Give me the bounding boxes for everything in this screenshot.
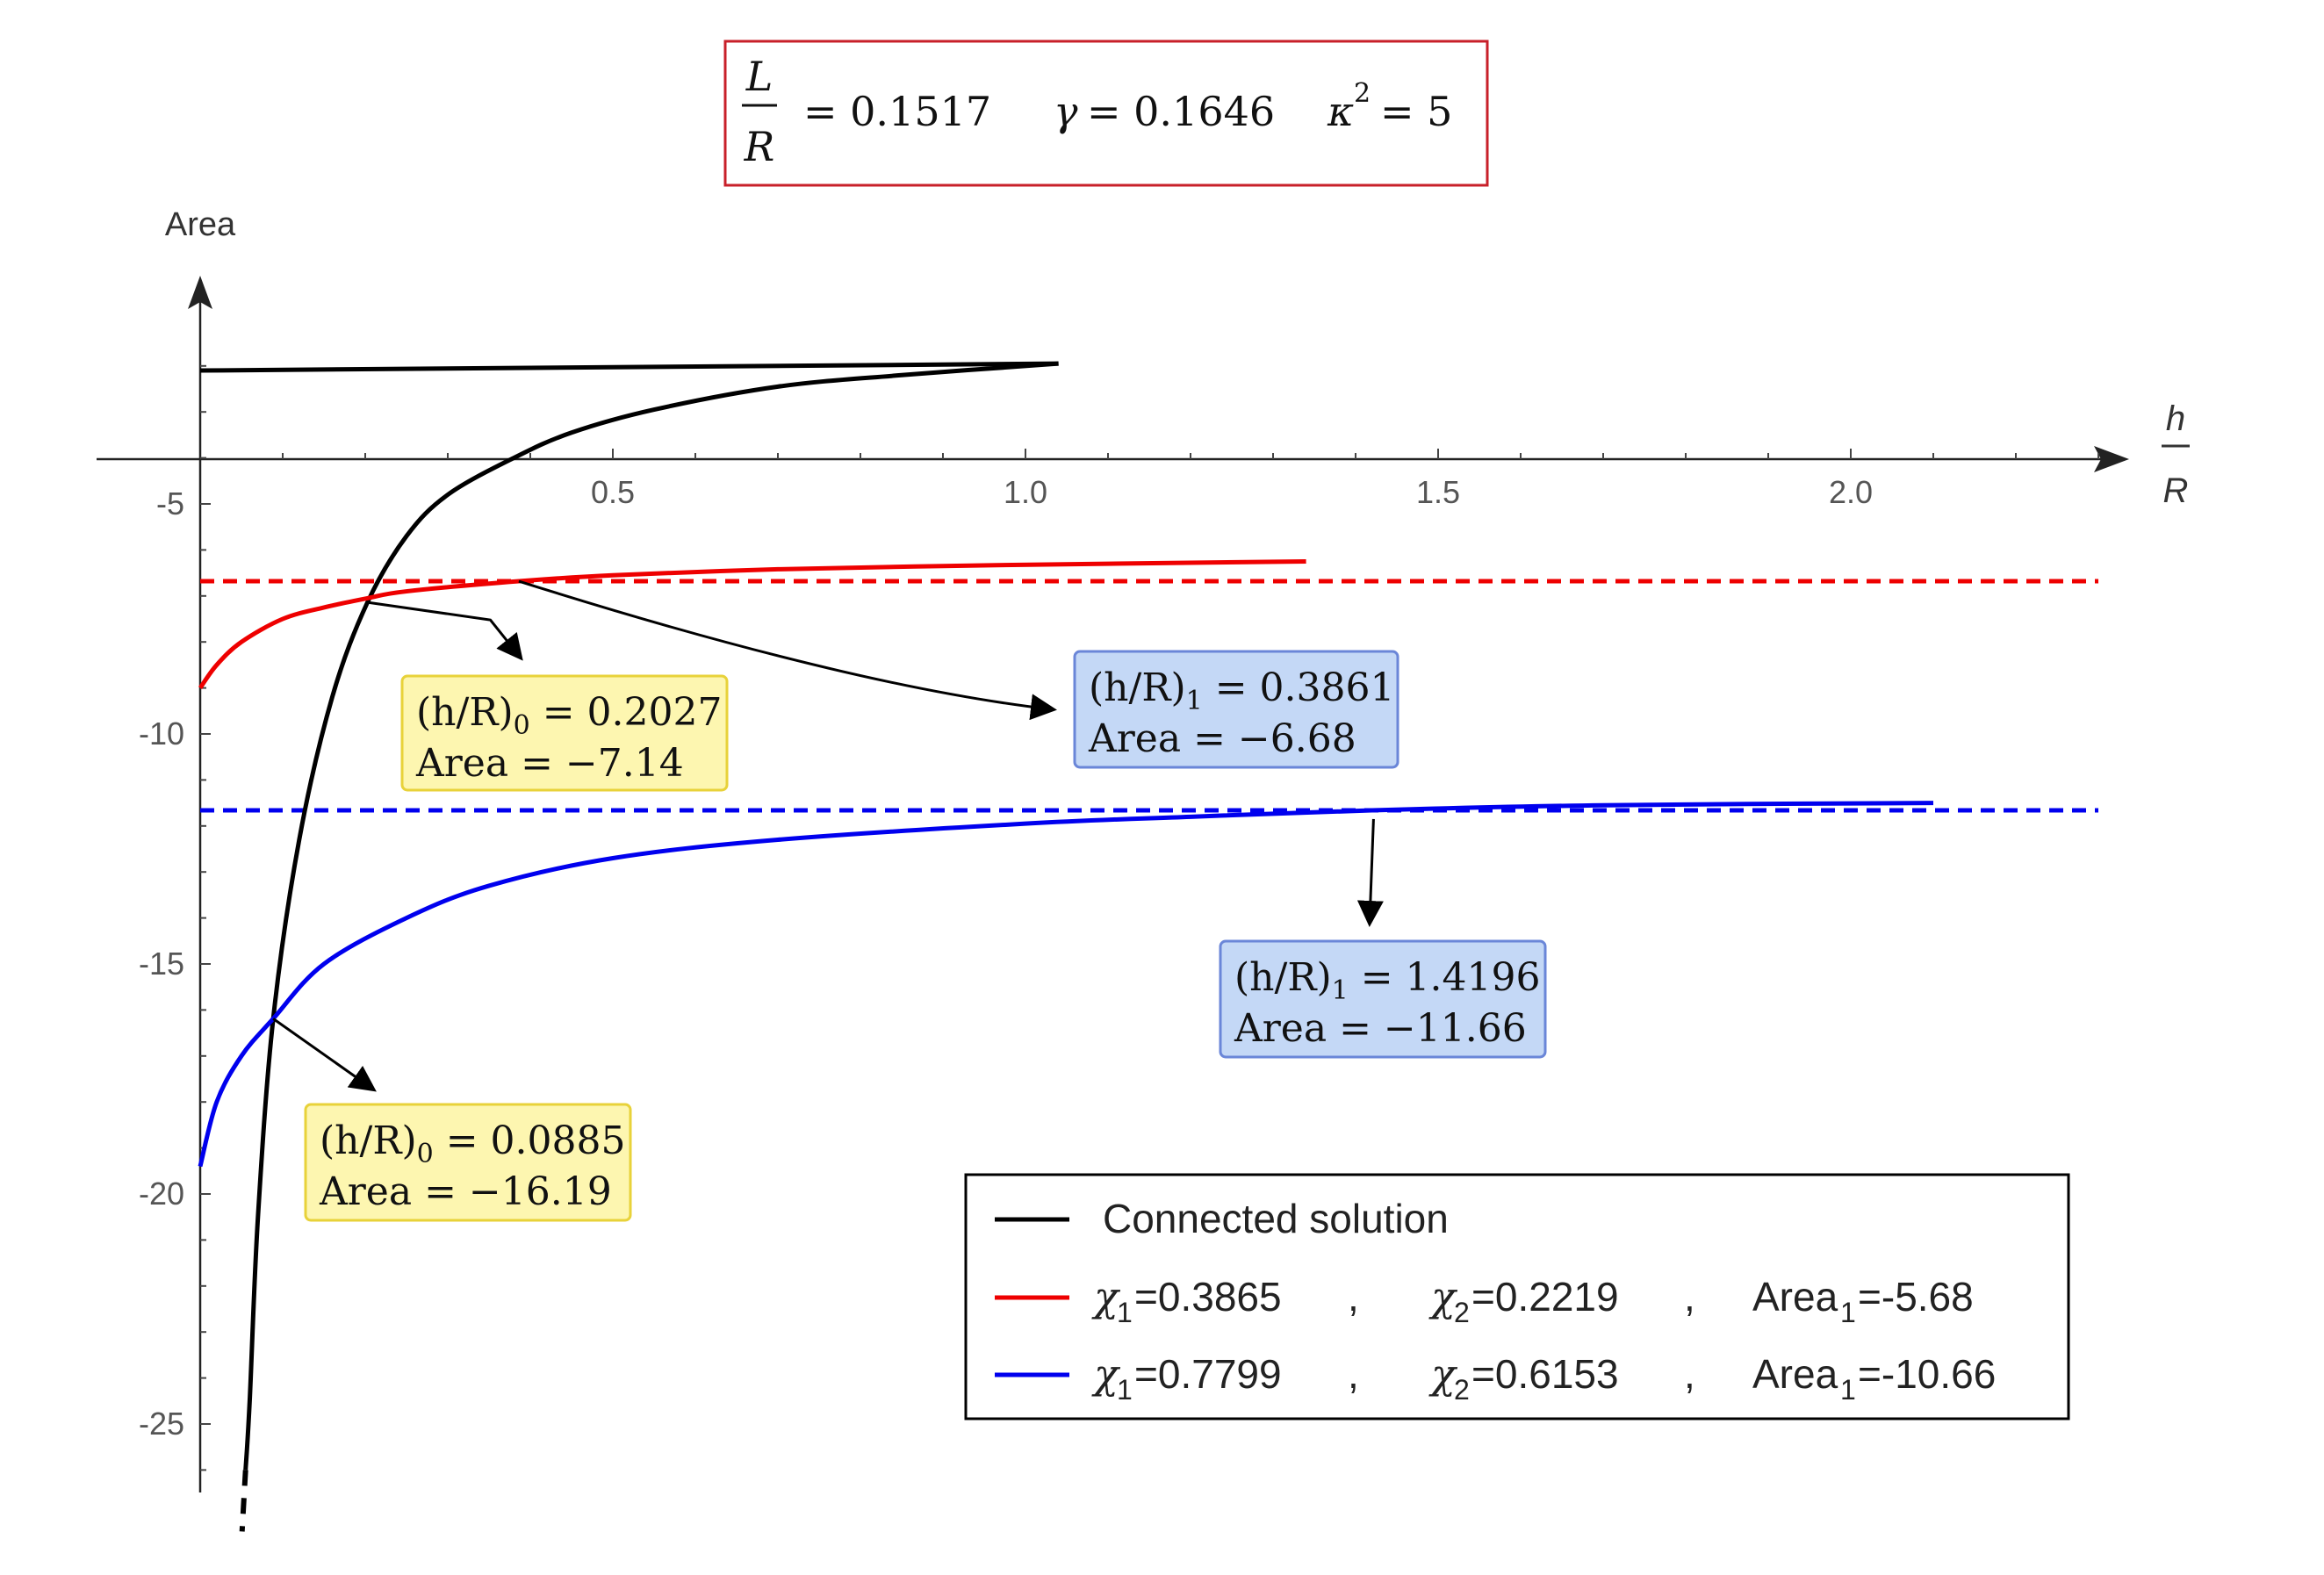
gamma-symbol: γ — [1054, 88, 1078, 135]
parameters-frame — [723, 40, 1489, 187]
x-tick-label: 1.0 — [1004, 474, 1047, 510]
legend-blue-chi1-symbol: χ — [1091, 1350, 1121, 1398]
annotation-box-a0 — [400, 674, 729, 792]
annotation-line1-a0: (h/R)0 = 0.2027 — [416, 690, 723, 741]
series-line-0 — [243, 361, 1059, 1471]
legend-blue-area1: -10.66 — [1882, 1351, 1996, 1397]
gamma-value: = 0.1646 — [1087, 88, 1275, 135]
annotation-line2-a1: Area = −6.68 — [1088, 716, 1356, 761]
annotation-box-a2 — [1219, 939, 1547, 1059]
legend-entry-red: χ 1 =0.3865 , χ 2 =0.2219 , Area 1 =-5.6… — [1091, 1273, 1974, 1328]
ratio-denominator: R — [744, 123, 775, 170]
kappa-symbol: κ — [1327, 88, 1354, 135]
legend: Connected solution χ 1 =0.3865 , χ 2 =0.… — [964, 1173, 2070, 1420]
asymptotes — [200, 579, 2098, 813]
x-axis-title-denominator: R — [2163, 471, 2189, 510]
ratio-value: = 0.1517 — [803, 88, 991, 135]
legend-blue-chi2: 0.6153 — [1495, 1351, 1619, 1397]
y-axis-arrow — [188, 276, 212, 309]
annotation-line1-a2: (h/R)1 = 1.4196 — [1234, 955, 1541, 1006]
legend-blue-area-label: Area — [1752, 1351, 1838, 1397]
legend-blue-area-sub: 1 — [1840, 1374, 1856, 1406]
ratio-numerator: L — [745, 53, 773, 100]
x-axis-title-numerator: h — [2166, 399, 2185, 438]
annotation-box-a1 — [1073, 650, 1399, 769]
annotation-box-a3 — [304, 1103, 632, 1222]
annotation-arrow-a2 — [1356, 818, 1384, 927]
legend-entry-blue: χ 1 =0.7799 , χ 2 =0.6153 , Area 1 =-10.… — [1091, 1350, 1996, 1406]
y-tick-label: -5 — [156, 485, 184, 521]
ticks: 0.5 1.0 1.5 2.0 -5 -10 -15 -20 -25 — [139, 364, 2099, 1471]
legend-blue-chi1-sub: 1 — [1117, 1374, 1133, 1406]
legend-blue-chi1-value: =0.7799 — [1134, 1351, 1282, 1397]
annotation-arrow-a0 — [367, 601, 523, 661]
connected-upper-branch — [199, 361, 1059, 373]
y-tick-label: -25 — [139, 1406, 184, 1442]
y-tick-label: -10 — [139, 716, 184, 752]
y-axis-title: Area — [165, 206, 236, 243]
legend-red-area1: -5.68 — [1882, 1274, 1974, 1320]
legend-red-area-label: Area — [1752, 1274, 1838, 1320]
legend-blue-sep2: , — [1684, 1351, 1695, 1397]
legend-label-connected: Connected solution — [1103, 1196, 1449, 1241]
legend-red-chi1-value: =0.3865 — [1134, 1274, 1282, 1320]
annotation-line2-a0: Area = −7.14 — [415, 741, 684, 786]
legend-red-chi2-sub: 2 — [1454, 1297, 1470, 1328]
legend-red-sep1: , — [1348, 1274, 1359, 1320]
annotation-line2-a3: Area = −16.19 — [319, 1169, 612, 1214]
legend-red-chi1-sub: 1 — [1117, 1297, 1133, 1328]
legend-blue-area-value: =-10.66 — [1858, 1351, 1996, 1397]
x-tick-label: 0.5 — [591, 474, 635, 510]
y-tick-label: -15 — [139, 946, 184, 982]
annotation-line2-a2: Area = −11.66 — [1234, 1006, 1527, 1051]
legend-blue-chi2-symbol: χ — [1428, 1350, 1458, 1398]
legend-blue-chi1: 0.7799 — [1158, 1351, 1282, 1397]
annotation-arrow-a1 — [518, 579, 1057, 721]
x-axis-arrow — [2094, 446, 2129, 472]
legend-red-sep2: , — [1684, 1274, 1695, 1320]
series-line-1 — [198, 559, 1306, 690]
parameters-box: L R = 0.1517 γ = 0.1646 κ 2 = 5 — [723, 40, 1489, 187]
x-tick-label: 1.5 — [1416, 474, 1460, 510]
connected-continuation — [239, 1470, 248, 1532]
axes: Area h R — [97, 206, 2190, 1492]
kappa-exponent: 2 — [1354, 78, 1371, 109]
legend-red-area-value: =-5.68 — [1858, 1274, 1974, 1320]
annotation-arrow-a3 — [272, 1018, 377, 1092]
legend-frame — [964, 1173, 2070, 1420]
x-tick-label: 2.0 — [1829, 474, 1873, 510]
legend-red-chi2-value: =0.2219 — [1471, 1274, 1619, 1320]
legend-red-chi1-symbol: χ — [1091, 1273, 1121, 1320]
legend-blue-sep1: , — [1348, 1351, 1359, 1397]
legend-blue-chi2-value: =0.6153 — [1471, 1351, 1619, 1397]
y-tick-label: -20 — [139, 1176, 184, 1212]
kappa-value: = 5 — [1380, 88, 1452, 135]
annotation-line1-a1: (h/R)1 = 0.3861 — [1089, 665, 1395, 716]
legend-red-area-sub: 1 — [1840, 1297, 1856, 1328]
legend-red-chi2: 0.2219 — [1495, 1274, 1619, 1320]
legend-blue-chi2-sub: 2 — [1454, 1374, 1470, 1406]
legend-red-chi1: 0.3865 — [1158, 1274, 1282, 1320]
annotation-line1-a3: (h/R)0 = 0.0885 — [320, 1118, 626, 1169]
legend-red-chi2-symbol: χ — [1428, 1273, 1458, 1320]
